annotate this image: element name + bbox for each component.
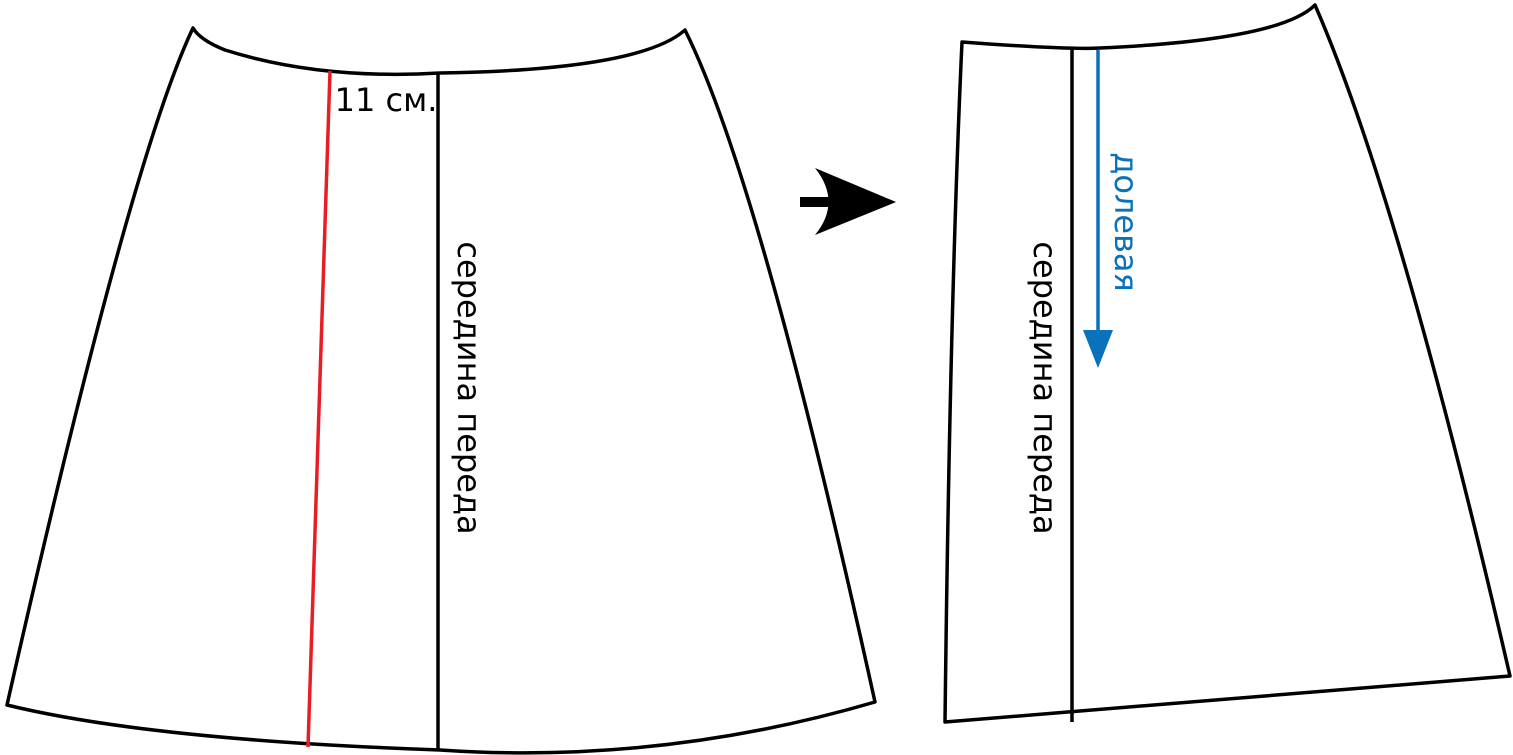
original-skirt-outline bbox=[5, 26, 877, 755]
modified-skirt-outline bbox=[943, 3, 1512, 724]
arrow-down-icon bbox=[1083, 330, 1113, 368]
original-skirt-pattern: 11 см. середина переда bbox=[5, 26, 877, 755]
center-front-label: середина переда bbox=[450, 241, 488, 534]
center-front-label: середина переда bbox=[1026, 241, 1064, 534]
cut-line bbox=[306, 70, 332, 748]
modified-skirt-pattern: середина переда долевая bbox=[943, 3, 1512, 724]
grainline-label: долевая bbox=[1107, 152, 1145, 292]
arrow-right-icon bbox=[800, 168, 896, 235]
measurement-label: 11 см. bbox=[335, 81, 438, 119]
